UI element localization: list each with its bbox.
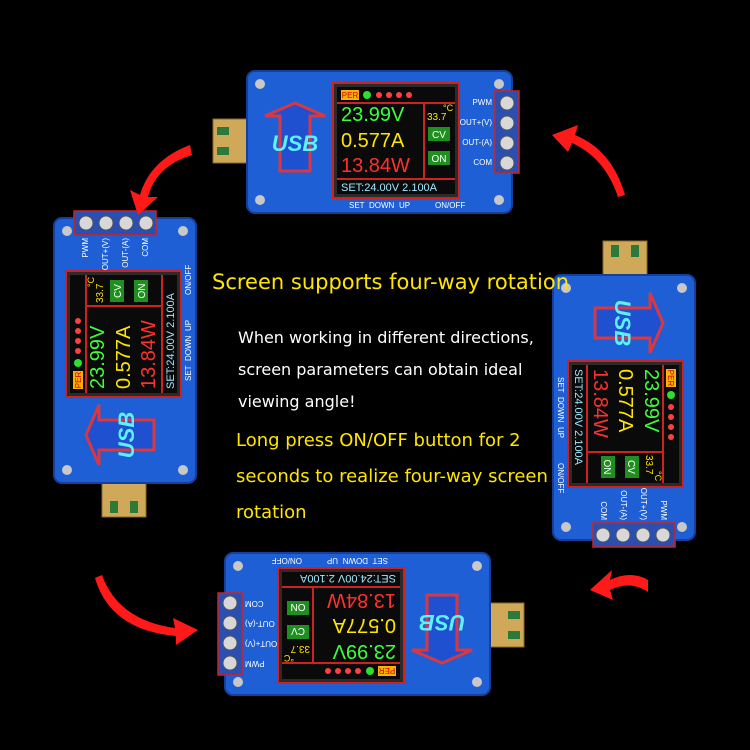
module-left	[52, 209, 198, 519]
headline: Screen supports four-way rotation	[212, 270, 570, 294]
instruction-line-1: Long press ON/OFF button for 2	[236, 430, 521, 451]
module-right	[551, 239, 697, 549]
description-line-1: When working in different directions,	[238, 328, 534, 347]
rotation-arrows	[95, 125, 648, 645]
module-bottom	[216, 551, 526, 697]
instruction-line-2: seconds to realize four-way screen	[236, 466, 548, 487]
description-line-2: screen parameters can obtain ideal	[238, 360, 523, 379]
arrow-bottom-right	[590, 570, 648, 600]
arrow-top-right	[552, 125, 625, 197]
instruction-line-3: rotation	[236, 502, 307, 523]
arrow-top-left	[130, 145, 192, 215]
description-line-3: viewing angle!	[238, 392, 356, 411]
module-top	[211, 69, 521, 215]
arrow-bottom-left	[95, 575, 198, 645]
